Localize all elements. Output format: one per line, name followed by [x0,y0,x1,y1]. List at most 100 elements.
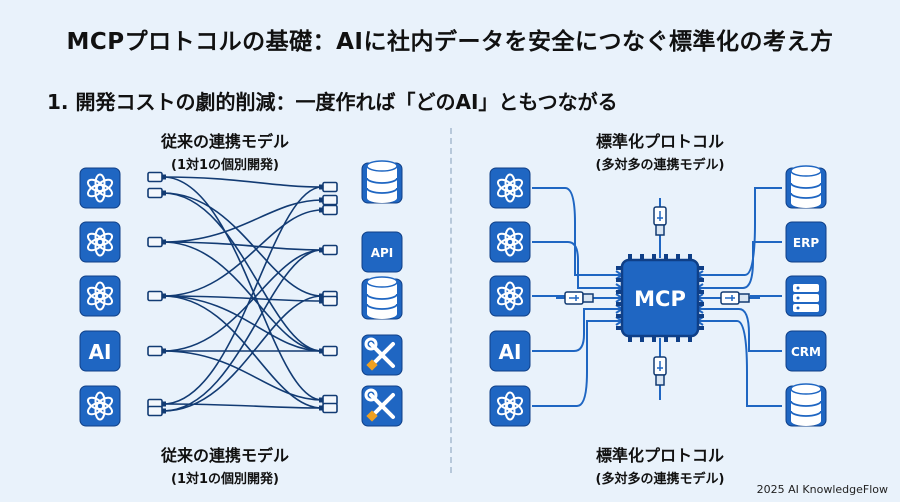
client-connector-line [532,187,622,276]
plug-tip [162,408,166,414]
tile-label: CRM [791,345,821,359]
database-band [366,293,398,300]
cable-plug-icon [147,345,166,357]
plug-tip [319,184,323,190]
cable-line [162,192,323,297]
hub-pin [652,254,656,262]
database-icon [361,276,403,320]
server-rack [793,284,819,292]
usb-symbol [657,361,663,371]
database-icon [785,383,827,427]
usb-connector-icon [720,291,750,305]
usb-plug [582,293,594,303]
point-to-point-cables [162,176,323,412]
left-caption-text: 従来の連携モデル [160,446,289,465]
database-body [367,282,397,319]
right-panel-heading: 標準化プロトコル (多対多の連携モデル) [560,128,760,173]
source-tile [361,231,403,273]
usb-plug [738,293,750,303]
tile-label: API [371,246,394,260]
erp-icon: ERP [785,221,827,263]
right-caption-note: (多対多の連携モデル) [595,472,725,487]
crm-icon: CRM [785,330,827,372]
cable-plug-icon [319,181,338,193]
screwdriver-handle [366,359,378,371]
chatbot-icon [79,167,121,209]
cable-line [162,241,323,251]
plug-body [147,187,163,199]
chatbot-glyph [496,281,524,311]
left-caption-note: (1対1の個別開発) [171,472,279,487]
usb-plug [655,374,665,386]
plug-tip [162,174,166,180]
plug-tip [162,401,166,407]
wrench-head [364,388,378,402]
chatbot-icon [79,275,121,317]
client-tile [489,385,531,427]
client-tile [79,330,121,372]
chatbot-icon [489,385,531,427]
database-body [791,389,821,426]
api-icon: API [361,231,403,273]
screwdriver-shape [371,393,395,417]
hub-pin [628,254,632,262]
cable-line [162,192,323,352]
cable-plug-icon [319,295,338,307]
database-band [366,187,398,194]
screwdriver-handle [366,410,378,422]
cable-plug-icon [147,171,166,183]
hub-pin [616,290,624,294]
plug-body [322,181,338,193]
tools-icon [361,385,403,427]
database-body [367,166,397,203]
chatbot-petal [496,178,515,193]
database-band [366,177,398,184]
hub-pin [696,302,704,306]
plug-tip [319,405,323,411]
cable-line [162,176,323,401]
usb-symbol [569,295,579,301]
source-connector-line [697,320,782,407]
chatbot-icon [489,275,531,317]
chatbot-glyph [86,227,114,257]
right-heading-text: 標準化プロトコル [595,132,724,151]
plug-tip [162,190,166,196]
cable-plug-icon [319,194,338,206]
plug-tip [319,247,323,253]
chatbot-petal [496,286,515,301]
server-led [796,296,800,300]
hub-pin [652,334,656,342]
hub-pin [616,326,624,330]
left-panel-heading: 従来の連携モデル (1対1の個別開発) [125,128,325,173]
plug-tip [319,397,323,403]
cable-line [162,186,323,405]
client-connector-line [532,320,622,407]
cable-line [162,249,323,412]
right-caption-text: 標準化プロトコル [595,446,724,465]
hub-pin [688,254,692,262]
client-connector-line [532,241,622,289]
database-top [790,165,822,177]
server-led [796,306,800,310]
hub-pin [664,334,668,342]
chatbot-petal [86,396,105,411]
plug-body [322,244,338,256]
tile-label: AI [499,340,522,364]
tools-icon [361,334,403,376]
cable-plug-icon [319,402,338,414]
client-tile [79,385,121,427]
source-connector-line [697,308,782,352]
hub-pin [696,326,704,330]
cable-line [162,295,323,412]
cable-plug-icon [147,236,166,248]
plug-body [147,290,163,302]
hub-pin [676,334,680,342]
plug-tip [162,239,166,245]
database-top [366,160,398,172]
cable-line [162,209,323,297]
hub-label: MCP [634,287,686,311]
server-icon [785,275,827,317]
cable-line [162,176,323,188]
hub-pin [664,254,668,262]
